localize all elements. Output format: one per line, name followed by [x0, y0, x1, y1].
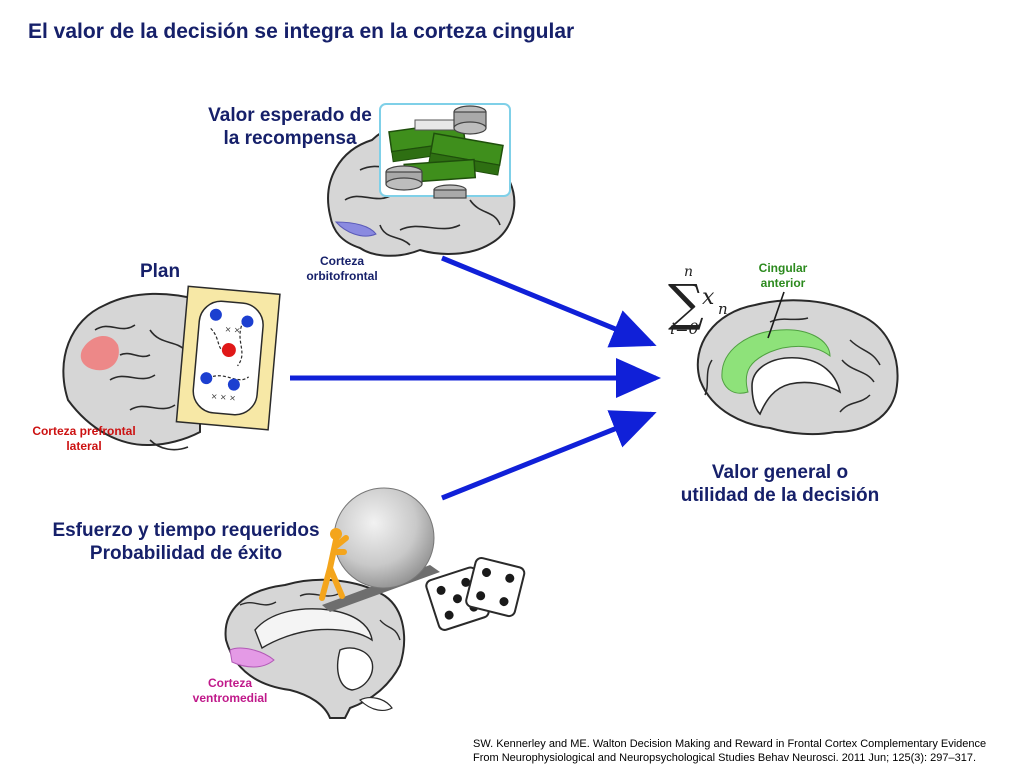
svg-text:× ×: × ×: [224, 325, 241, 335]
orbitofrontal-highlight: [334, 221, 377, 237]
cingulate-highlight: [721, 329, 831, 394]
cingulate-label: Cingular anterior: [738, 261, 828, 291]
output-heading-line2: utilidad de la decisión: [680, 485, 880, 506]
ventromedial-label: Corteza ventromedial: [170, 676, 290, 706]
prefrontal-label-line2: lateral: [66, 439, 102, 453]
effort-heading-line2: Probabilidad de éxito: [89, 543, 283, 564]
effort-heading-line1: Esfuerzo y tiempo requeridos: [52, 520, 320, 541]
arrow-effort-to-output: [441, 410, 657, 501]
citation: SW. Kennerley and ME. Walton Decision Ma…: [473, 737, 986, 765]
reward-heading-line2: la recompensa: [223, 128, 357, 149]
brain-medial-right-icon: [696, 291, 899, 436]
ventromedial-label-line1: Corteza: [207, 676, 252, 690]
sum-term: x: [702, 285, 715, 310]
effort-heading: Esfuerzo y tiempo requeridos Probabilida…: [36, 519, 336, 565]
prefrontal-label-line1: Corteza prefrontal: [32, 424, 136, 438]
prefrontal-label: Corteza prefrontal lateral: [14, 424, 154, 454]
play-diagram-icon: × × × × ×: [175, 285, 281, 431]
svg-text:× × ×: × × ×: [210, 392, 236, 403]
output-heading-line1: Valor general o: [711, 462, 849, 483]
orbitofrontal-label-line2: orbitofrontal: [306, 269, 378, 283]
arrow-reward-to-output: [441, 255, 657, 348]
sum-symbol: ∑: [668, 274, 704, 332]
sum-subscript: n: [718, 300, 728, 318]
citation-line1: SW. Kennerley and ME. Walton Decision Ma…: [473, 738, 987, 750]
slide-title: El valor de la decisión se integra en la…: [28, 20, 575, 43]
ventromedial-label-line2: ventromedial: [192, 691, 268, 705]
citation-line2: From Neurophysiological and Neuropsychol…: [473, 752, 977, 764]
sisyphus-figure-icon: [319, 528, 349, 601]
summation-formula: ∑ n i=0 x n: [668, 264, 728, 338]
sum-lower-limit: i=0: [670, 319, 699, 338]
cingulate-pointer-line: [767, 291, 785, 339]
prefrontal-highlight: [80, 335, 119, 371]
cingulate-label-line1: Cingular: [758, 261, 808, 275]
brain-lateral-left-icon: [62, 292, 201, 451]
orbitofrontal-label-line1: Corteza: [319, 254, 364, 268]
coin-stack-icon: [385, 105, 487, 199]
ventromedial-highlight: [229, 647, 275, 668]
cingulate-label-line2: anterior: [760, 276, 806, 290]
dice-icon: [425, 556, 526, 631]
reward-heading-line1: Valor esperado de: [208, 105, 372, 126]
output-heading: Valor general o utilidad de la decisión: [660, 461, 900, 507]
orbitofrontal-label: Corteza orbitofrontal: [282, 254, 402, 284]
brain-medial-bottom-icon: [224, 578, 406, 719]
reward-heading: Valor esperado de la recompensa: [190, 104, 390, 150]
plan-heading: Plan: [139, 261, 181, 282]
sum-upper-limit: n: [684, 264, 693, 280]
